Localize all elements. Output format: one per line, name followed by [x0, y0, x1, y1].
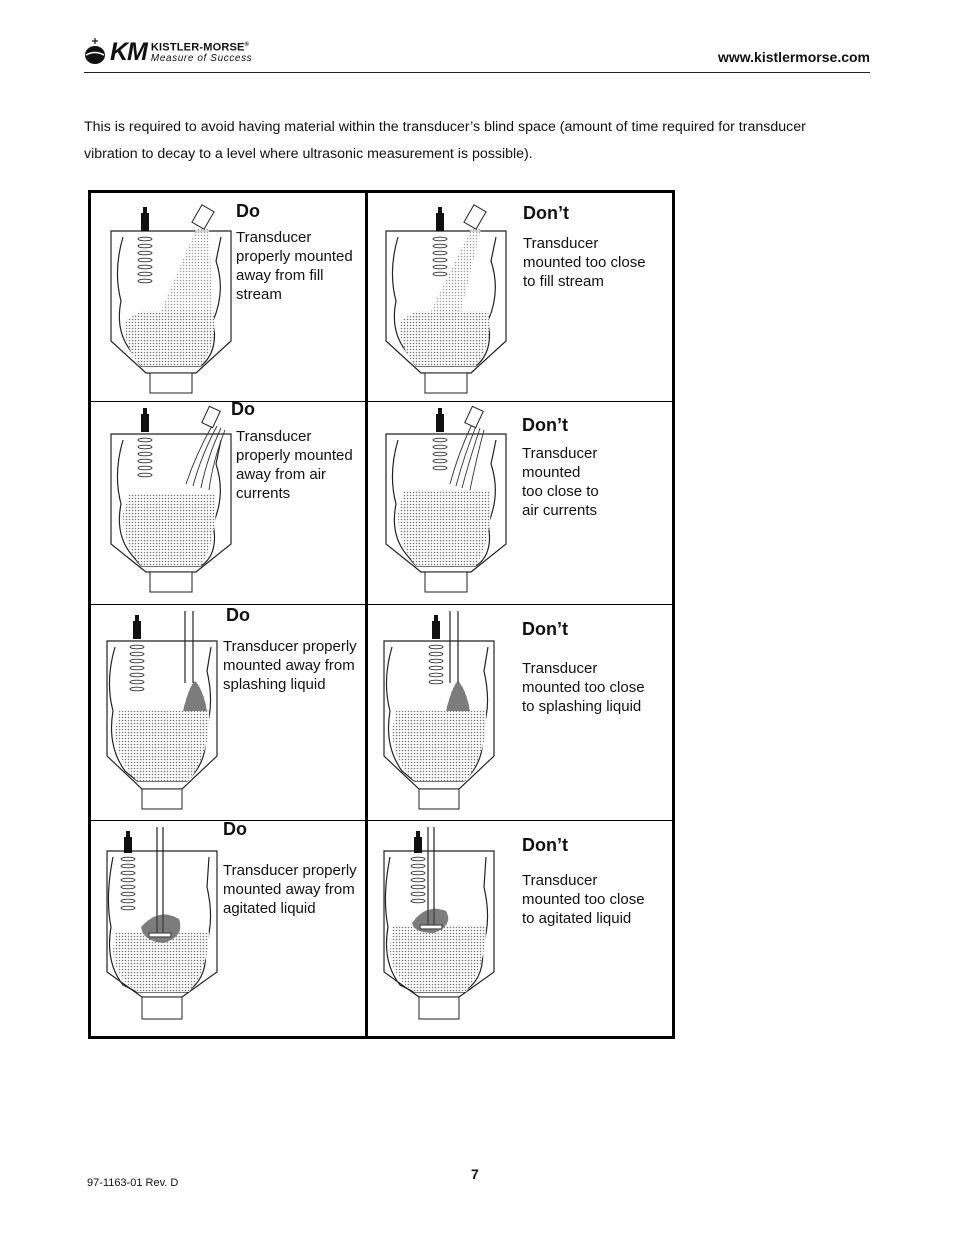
panel-do-air-currents: Do Transducer properly mounted away from… — [91, 399, 365, 604]
panel-do-splashing-liquid: Do Transducer properly mounted away from… — [91, 605, 365, 820]
panel-dont-splashing-liquid: Don’t Transducer mounted too close to sp… — [368, 605, 672, 820]
panel-description: Transducer mounted too close to agitated… — [522, 872, 645, 927]
silo-splashing-liquid-close-illustration — [383, 611, 495, 810]
silo-air-currents-close-illustration — [385, 405, 507, 593]
grid-divider — [91, 401, 672, 402]
intro-paragraph: This is required to avoid having materia… — [84, 119, 806, 162]
panel-heading: Do — [223, 819, 247, 839]
panel-heading: Don’t — [522, 619, 568, 639]
grid-divider — [91, 604, 672, 605]
panel-heading: Don’t — [522, 415, 568, 435]
panel-description: Transducer properly mounted away from sp… — [223, 638, 357, 693]
panel-heading: Do — [236, 201, 260, 221]
kistler-morse-logo: KM KISTLER-MORSE® Measure of Success — [84, 36, 252, 68]
panel-description: Transducer properly mounted away from ai… — [236, 428, 353, 502]
logo-disc-icon — [85, 38, 105, 64]
panel-dont-air-currents: Don’t Transducer mounted too close to ai… — [368, 402, 672, 604]
silo-air-currents-illustration — [110, 405, 232, 593]
logo-tagline: Measure of Success — [150, 53, 253, 65]
panel-description: Transducer mounted too close to fill str… — [523, 235, 646, 290]
panel-description: Transducer properly mounted away from fi… — [236, 229, 353, 303]
silo-fill-stream-close-illustration — [385, 204, 507, 394]
page-header: KM KISTLER-MORSE® Measure of Success www… — [84, 36, 870, 73]
page-number: 7 — [471, 1166, 479, 1182]
panel-do-agitated-liquid: Do Transducer properly mounted away from… — [91, 819, 365, 1036]
panel-description: Transducer mounted too close to splashin… — [522, 660, 645, 715]
silo-agitated-liquid-illustration — [106, 827, 218, 1020]
panel-heading: Don’t — [522, 835, 568, 855]
grid-divider-vertical — [365, 193, 368, 1036]
panel-heading: Do — [226, 605, 250, 625]
logo-mark: KM — [110, 37, 148, 66]
silo-fill-stream-illustration — [110, 204, 232, 394]
do-dont-grid: Do Transducer properly mounted away from… — [88, 190, 675, 1039]
panel-description: Transducer mounted too close to air curr… — [522, 445, 599, 519]
silo-splashing-liquid-illustration — [106, 611, 218, 810]
document-number: 97-1163-01 Rev. D — [87, 1177, 179, 1189]
logo-brand: KISTLER-MORSE® — [150, 41, 250, 54]
panel-dont-agitated-liquid: Don’t Transducer mounted too close to ag… — [368, 821, 672, 1036]
grid-divider — [91, 820, 672, 821]
panel-description: Transducer properly mounted away from ag… — [223, 862, 357, 917]
panel-heading: Do — [231, 399, 255, 419]
silo-agitated-liquid-close-illustration — [383, 827, 495, 1020]
website-url[interactable]: www.kistlermorse.com — [718, 49, 870, 65]
panel-heading: Don’t — [523, 203, 569, 223]
panel-do-fill-stream: Do Transducer properly mounted away from… — [91, 193, 365, 401]
panel-dont-fill-stream: Don’t Transducer mounted too close to fi… — [368, 193, 672, 401]
